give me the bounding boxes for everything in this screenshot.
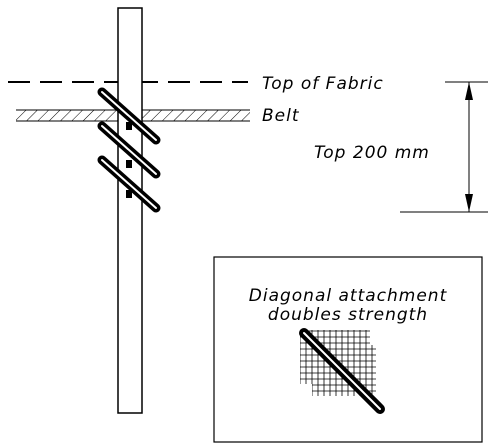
arrow-up-icon xyxy=(465,82,473,100)
tie-1 xyxy=(97,87,161,145)
inset-line-1: Diagonal attachment xyxy=(249,286,448,306)
belt-label: Belt xyxy=(262,106,300,126)
tie-3 xyxy=(97,155,161,213)
top-of-fabric-label: Top of Fabric xyxy=(262,74,384,94)
tie-2 xyxy=(97,121,161,179)
tie-knots xyxy=(126,122,132,198)
dimension-label: Top 200 mm xyxy=(314,143,430,163)
arrow-down-icon xyxy=(465,194,473,212)
inset-diagonal-tie xyxy=(299,328,385,414)
post xyxy=(117,7,143,414)
dimension-marker xyxy=(400,81,488,213)
diagonal-ties xyxy=(97,87,161,213)
inset-line-2: doubles strength xyxy=(268,305,428,325)
